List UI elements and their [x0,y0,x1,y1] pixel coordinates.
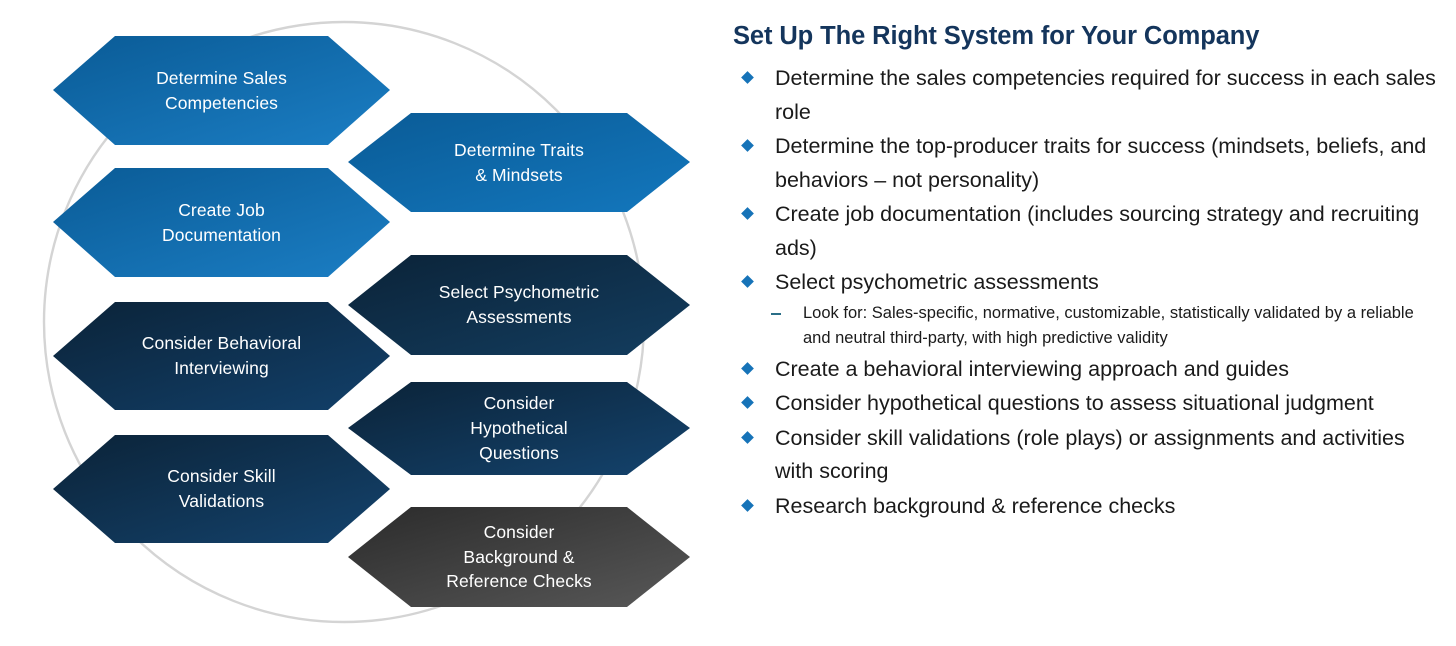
diamond-bullet-icon [741,361,754,375]
sub-list-item-text: Look for: Sales-specific, normative, cus… [803,303,1414,348]
sub-list-item: Look for: Sales-specific, normative, cus… [733,301,1445,352]
list-item: Determine the top-producer traits for su… [733,130,1445,197]
page-title: Set Up The Right System for Your Company [733,22,1260,50]
list-item: Consider hypothetical questions to asses… [733,387,1445,421]
list-item-text: Consider hypothetical questions to asses… [775,391,1374,416]
diamond-bullet-icon [741,71,754,84]
hexagon-flow-diagram: Determine Sales Competencies Determine T… [0,0,720,646]
list-item: Determine the sales competencies require… [733,62,1445,129]
diamond-bullet-icon [741,430,754,444]
diamond-bullet-icon [741,498,754,512]
list-item-text: Create a behavioral interviewing approac… [775,356,1289,381]
dash-bullet-icon [771,312,781,315]
hexagon-consider-skill-validations[interactable] [53,435,390,543]
list-item-text: Determine the sales competencies require… [775,66,1436,124]
hexagon-create-job-documentation[interactable] [53,168,390,277]
list-item-text: Research background & reference checks [775,493,1176,518]
list-item-text: Determine the top-producer traits for su… [775,134,1427,192]
list-item-text: Consider skill validations (role plays) … [775,425,1405,484]
list-item: Create job documentation (includes sourc… [733,198,1445,265]
list-item: Consider skill validations (role plays) … [733,422,1445,489]
diamond-bullet-icon [741,207,754,220]
hexagon-select-psychometric-assessments[interactable] [348,255,690,355]
diamond-bullet-icon [741,396,754,409]
diamond-bullet-icon [741,139,754,152]
hexagon-determine-sales-competencies[interactable] [53,36,390,145]
hexagon-consider-behavioral-interviewing[interactable] [53,302,390,410]
hexagon-determine-traits-mindsets[interactable] [348,113,690,212]
hexagon-consider-background-reference-checks[interactable] [348,507,690,607]
right-content-panel: Set Up The Right System for Your Company… [733,0,1448,646]
diagram-canvas [42,20,690,624]
list-item: Create a behavioral interviewing approac… [733,353,1445,387]
list-item: Select psychometric assessments [733,266,1445,300]
hexagon-consider-hypothetical-questions[interactable] [348,382,690,475]
list-item-text: Create job documentation (includes sourc… [775,202,1420,260]
bullet-list: Determine the sales competencies require… [733,62,1445,524]
diamond-bullet-icon [741,275,754,289]
list-item-text: Select psychometric assessments [775,270,1099,295]
list-item: Research background & reference checks [733,490,1445,524]
